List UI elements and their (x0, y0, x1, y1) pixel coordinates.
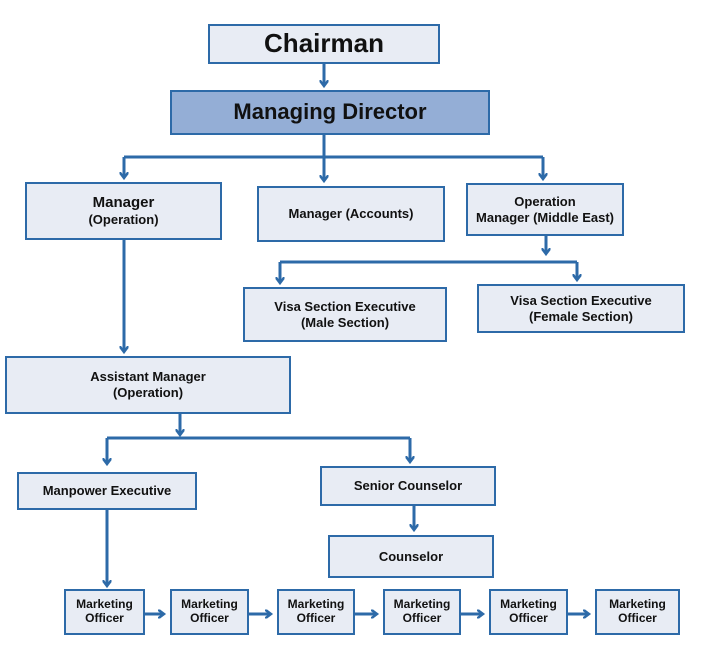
marketing-officer-1-line2: Officer (85, 611, 124, 625)
marketing-officer-5-line1: Marketing (500, 597, 557, 612)
manpower-executive-label: Manpower Executive (42, 483, 172, 499)
marketing-officer-4-box: Marketing Officer (383, 589, 461, 635)
operation-manager-line1: Operation (514, 193, 576, 209)
visa-male-box: Visa Section Executive (Male Section) (243, 287, 447, 342)
manager-operation-box: Manager (Operation) (25, 182, 222, 240)
manager-operation-line2: (Operation) (88, 212, 159, 228)
visa-male-line2: (Male Section) (300, 314, 390, 330)
marketing-officer-1-box: Marketing Officer (64, 589, 145, 635)
visa-female-line2: (Female Section) (528, 308, 634, 324)
visa-female-line1: Visa Section Executive (510, 292, 652, 308)
assistant-manager-line1: Assistant Manager (90, 369, 206, 385)
manpower-executive-box: Manpower Executive (17, 472, 197, 510)
operation-manager-line2: Manager (Middle East) (476, 209, 614, 225)
manager-accounts-label: Manager (Accounts) (288, 206, 414, 222)
marketing-officer-3-box: Marketing Officer (277, 589, 355, 635)
marketing-officer-6-line2: Officer (618, 611, 657, 625)
assistant-manager-line2: (Operation) (112, 385, 184, 400)
counselor-label: Counselor (378, 548, 444, 564)
marketing-officer-2-line1: Marketing (181, 597, 238, 612)
marketing-officer-2-line2: Officer (190, 611, 229, 625)
marketing-officer-6-line1: Marketing (609, 597, 666, 612)
marketing-officer-4-line1: Marketing (393, 597, 451, 612)
manager-operation-line1: Manager (92, 194, 155, 212)
assistant-manager-box: Assistant Manager (Operation) (5, 356, 291, 414)
marketing-officer-5-box: Marketing Officer (489, 589, 568, 635)
marketing-officer-2-box: Marketing Officer (170, 589, 249, 635)
visa-male-line1: Visa Section Executive (274, 298, 416, 314)
counselor-box: Counselor (328, 535, 494, 578)
manager-accounts-box: Manager (Accounts) (257, 186, 445, 242)
marketing-officer-3-line1: Marketing (287, 597, 345, 612)
chairman-box: Chairman (208, 24, 440, 64)
marketing-officer-1-line1: Marketing (76, 597, 133, 612)
marketing-officer-4-line2: Officer (402, 611, 442, 625)
senior-counselor-label: Senior Counselor (353, 478, 463, 494)
chairman-label: Chairman (264, 28, 384, 59)
senior-counselor-box: Senior Counselor (320, 466, 496, 506)
marketing-officer-6-box: Marketing Officer (595, 589, 680, 635)
managing-director-box: Managing Director (170, 90, 490, 135)
visa-female-box: Visa Section Executive (Female Section) (477, 284, 685, 333)
marketing-officer-3-line2: Officer (296, 611, 336, 625)
managing-director-label: Managing Director (233, 99, 427, 125)
operation-manager-box: Operation Manager (Middle East) (466, 183, 624, 236)
marketing-officer-5-line2: Officer (509, 611, 548, 625)
